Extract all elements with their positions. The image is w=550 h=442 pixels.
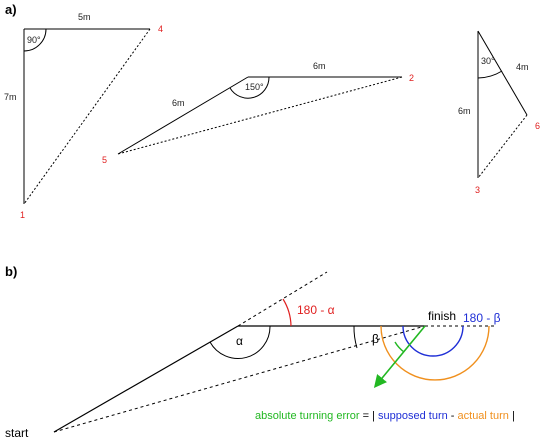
beta-label: β bbox=[372, 332, 379, 346]
tri1-dashed-side bbox=[23, 28, 151, 205]
start-label: start bbox=[5, 426, 29, 440]
eq-close-bar: | bbox=[509, 410, 515, 422]
panel-a-label: a) bbox=[5, 2, 17, 17]
tri2-angle-arc bbox=[229, 76, 270, 99]
beta-arc bbox=[353, 325, 358, 349]
tri2-angle-label: 150° bbox=[245, 82, 264, 92]
actual-direction-arrow bbox=[373, 325, 426, 388]
tri3-dashed-side bbox=[477, 114, 528, 179]
tri1-angle-label: 90° bbox=[27, 35, 41, 45]
tri2-vertex-2: 2 bbox=[409, 73, 414, 83]
tri3-left-length: 6m bbox=[458, 106, 471, 116]
alpha-arc bbox=[209, 325, 271, 359]
tri2-top-length: 6m bbox=[313, 61, 326, 71]
alpha-extension-dashed bbox=[237, 271, 328, 327]
tri3-vertex-6: 6 bbox=[535, 121, 540, 131]
tri3-angle-arc bbox=[477, 70, 503, 79]
tri3-angle-label: 30° bbox=[481, 56, 495, 66]
eq-equals: = | bbox=[360, 410, 378, 422]
beta-complement-label: 180 - β bbox=[463, 311, 501, 325]
eq-supposed-turn: supposed turn bbox=[378, 410, 448, 422]
supposed-turn-blue-arc bbox=[402, 325, 464, 357]
tri2-left-side bbox=[117, 76, 249, 155]
tri1-vertex-4: 4 bbox=[158, 24, 163, 34]
tri3-right-side bbox=[477, 30, 528, 116]
actual-turn-orange-arc bbox=[380, 325, 490, 381]
tri1-top-length: 5m bbox=[78, 12, 91, 22]
alpha-label: α bbox=[236, 334, 243, 348]
eq-actual-turn: actual turn bbox=[458, 410, 509, 422]
start-to-finish-dashed bbox=[53, 325, 426, 433]
finish-label: finish bbox=[428, 309, 456, 323]
tri1-angle-arc bbox=[23, 28, 47, 52]
panel-b-label: b) bbox=[5, 264, 17, 279]
eq-minus: - bbox=[448, 410, 458, 422]
tri1-side-length: 7m bbox=[4, 92, 17, 102]
start-to-turn-line bbox=[53, 325, 239, 433]
alpha-complement-label: 180 - α bbox=[297, 303, 335, 317]
tri2-dashed-side bbox=[117, 76, 403, 155]
tri3-right-length: 4m bbox=[516, 62, 529, 72]
alpha-complement-arc bbox=[282, 298, 292, 327]
tri2-left-length: 6m bbox=[172, 98, 185, 108]
turning-error-equation: absolute turning error = | supposed turn… bbox=[255, 410, 515, 422]
tri3-vertex-3: 3 bbox=[475, 185, 480, 195]
eq-absolute-error: absolute turning error bbox=[255, 410, 360, 422]
tri2-vertex-5: 5 bbox=[102, 155, 107, 165]
tri1-vertex-1: 1 bbox=[20, 210, 25, 220]
actual-turn-green-arc bbox=[394, 341, 405, 353]
